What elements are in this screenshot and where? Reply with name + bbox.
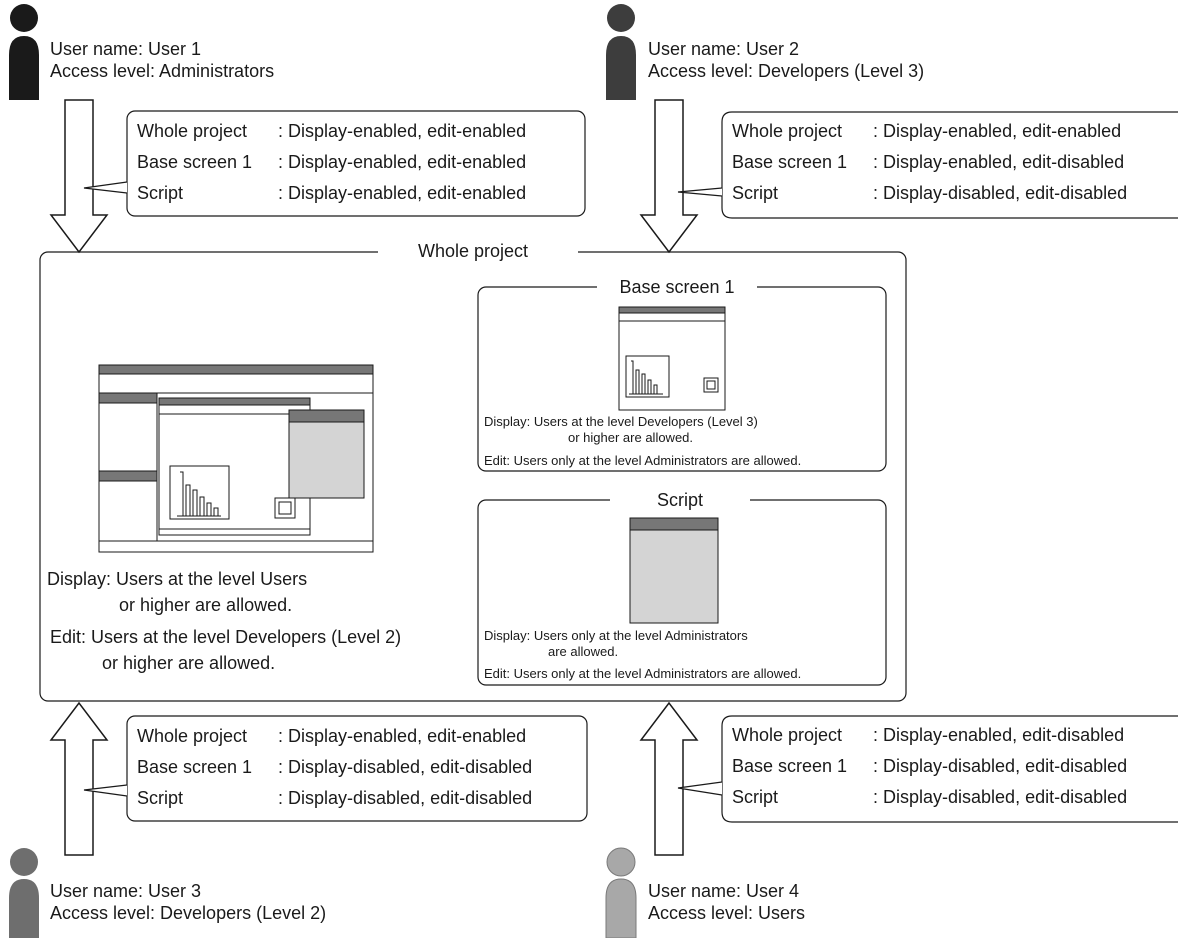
user2-access-level: Access level: Developers (Level 3) bbox=[648, 61, 925, 81]
callout-row: Whole project : Display-enabled, edit-ena… bbox=[137, 721, 582, 752]
callout-value: : Display-disabled, edit-disabled bbox=[278, 788, 533, 808]
callout-value: : Display-enabled, edit-enabled bbox=[278, 183, 527, 203]
user2-name: User name: User 2 bbox=[648, 39, 800, 59]
script-title: Script bbox=[656, 490, 703, 510]
user1-down-arrow bbox=[49, 99, 109, 254]
callout-value: : Display-enabled, edit-enabled bbox=[278, 152, 527, 172]
callout-key: Script bbox=[732, 183, 779, 203]
callout-key: Whole project bbox=[137, 121, 248, 141]
callout-key: Whole project bbox=[137, 726, 248, 746]
user1-access-level: Access level: Administrators bbox=[50, 61, 275, 81]
callout-key: Base screen 1 bbox=[137, 757, 253, 777]
base-screen-bar-chart-icon bbox=[629, 360, 663, 395]
callout-row: Base screen 1 : Display-disabled, edit-di… bbox=[732, 751, 1178, 782]
user2-down-arrow bbox=[639, 99, 699, 254]
user4-label: User name: User 4 Access level: Users bbox=[648, 880, 805, 924]
callout-row: Whole project : Display-enabled, edit-ena… bbox=[732, 116, 1178, 147]
callout-value: : Display-disabled, edit-disabled bbox=[278, 757, 533, 777]
callout-value: : Display-disabled, edit-disabled bbox=[873, 183, 1128, 203]
callout-row: Script : Display-disabled, edit-disabled bbox=[732, 782, 1178, 813]
base-screen-display-line1: Display: Users at the level Developers (… bbox=[484, 414, 758, 429]
callout4-frame bbox=[721, 715, 1178, 823]
callout-value: : Display-enabled, edit-enabled bbox=[278, 121, 527, 141]
project-display-line1: Display: Users at the level Users bbox=[47, 569, 308, 589]
callout-key: Script bbox=[732, 787, 779, 807]
user4-name: User name: User 4 bbox=[648, 881, 800, 901]
callout-value: : Display-disabled, edit-disabled bbox=[873, 756, 1128, 776]
callout-user4-permissions: Whole project : Display-enabled, edit-dis… bbox=[732, 720, 1178, 813]
user2-label: User name: User 2 Access level: Develope… bbox=[648, 38, 924, 82]
script-edit-line: Edit: Users only at the level Administra… bbox=[484, 666, 802, 681]
callout-key: Base screen 1 bbox=[137, 152, 253, 172]
script-display-line2: are allowed. bbox=[548, 644, 619, 659]
callout-key: Whole project bbox=[732, 121, 843, 141]
project-window-illustration bbox=[98, 364, 374, 553]
whole-project-title-mask bbox=[378, 241, 578, 263]
base-screen-title: Base screen 1 bbox=[619, 277, 735, 297]
base-screen-display-line2: or higher are allowed. bbox=[568, 430, 694, 445]
callout-value: : Display-enabled, edit-enabled bbox=[873, 121, 1122, 141]
user4-person-icon bbox=[605, 847, 637, 938]
user4-up-arrow bbox=[639, 701, 699, 856]
user3-name: User name: User 3 bbox=[50, 881, 202, 901]
callout-row: Whole project : Display-enabled, edit-dis… bbox=[732, 720, 1178, 751]
callout-value: : Display-disabled, edit-disabled bbox=[873, 787, 1128, 807]
whole-project-title: Whole project bbox=[417, 241, 529, 261]
callout-row: Base screen 1 : Display-disabled, edit-di… bbox=[137, 752, 582, 783]
callout-user3-permissions: Whole project : Display-enabled, edit-ena… bbox=[137, 721, 582, 814]
callout-user1-permissions: Whole project : Display-enabled, edit-ena… bbox=[137, 116, 577, 209]
callout3-frame bbox=[126, 715, 588, 822]
callout-value: : Display-enabled, edit-enabled bbox=[278, 726, 527, 746]
callout-row: Script : Display-disabled, edit-disabled bbox=[732, 178, 1178, 209]
callout-key: Base screen 1 bbox=[732, 152, 848, 172]
project-bar-chart-icon bbox=[177, 471, 221, 517]
project-display-line2: or higher are allowed. bbox=[119, 595, 293, 615]
user1-person-icon bbox=[9, 4, 39, 100]
callout-value: : Display-enabled, edit-disabled bbox=[873, 152, 1125, 172]
user3-up-arrow bbox=[49, 701, 109, 856]
base-screen-title-mask bbox=[597, 277, 757, 299]
user3-access-level: Access level: Developers (Level 2) bbox=[50, 903, 327, 923]
base-screen-window-illustration bbox=[618, 306, 726, 411]
callout-row: Script : Display-enabled, edit-enabled bbox=[137, 178, 577, 209]
user3-person-icon bbox=[9, 848, 39, 938]
callout-key: Script bbox=[137, 788, 184, 808]
script-window-illustration bbox=[629, 517, 719, 624]
script-title-mask bbox=[610, 489, 750, 511]
user1-name: User name: User 1 bbox=[50, 39, 202, 59]
base-screen-edit-line: Edit: Users only at the level Administra… bbox=[484, 453, 802, 468]
callout-row: Base screen 1 : Display-enabled, edit-ena… bbox=[137, 147, 577, 178]
callout2-frame bbox=[721, 111, 1178, 219]
script-display-line1: Display: Users only at the level Adminis… bbox=[484, 628, 748, 643]
callout-user2-permissions: Whole project : Display-enabled, edit-ena… bbox=[732, 116, 1178, 209]
callout-row: Whole project : Display-enabled, edit-ena… bbox=[137, 116, 577, 147]
callout-key: Script bbox=[137, 183, 184, 203]
user2-person-icon bbox=[606, 4, 636, 100]
callout-key: Whole project bbox=[732, 725, 843, 745]
project-edit-line2: or higher are allowed. bbox=[102, 653, 276, 673]
user3-label: User name: User 3 Access level: Develope… bbox=[50, 880, 326, 924]
callout-value: : Display-enabled, edit-disabled bbox=[873, 725, 1125, 745]
callout-key: Base screen 1 bbox=[732, 756, 848, 776]
user4-access-level: Access level: Users bbox=[648, 903, 806, 923]
callout1-frame bbox=[126, 110, 586, 217]
user1-label: User name: User 1 Access level: Administ… bbox=[50, 38, 274, 82]
callout-row: Script : Display-disabled, edit-disabled bbox=[137, 783, 582, 814]
project-edit-line1: Edit: Users at the level Developers (Lev… bbox=[50, 627, 402, 647]
callout-row: Base screen 1 : Display-enabled, edit-dis… bbox=[732, 147, 1178, 178]
